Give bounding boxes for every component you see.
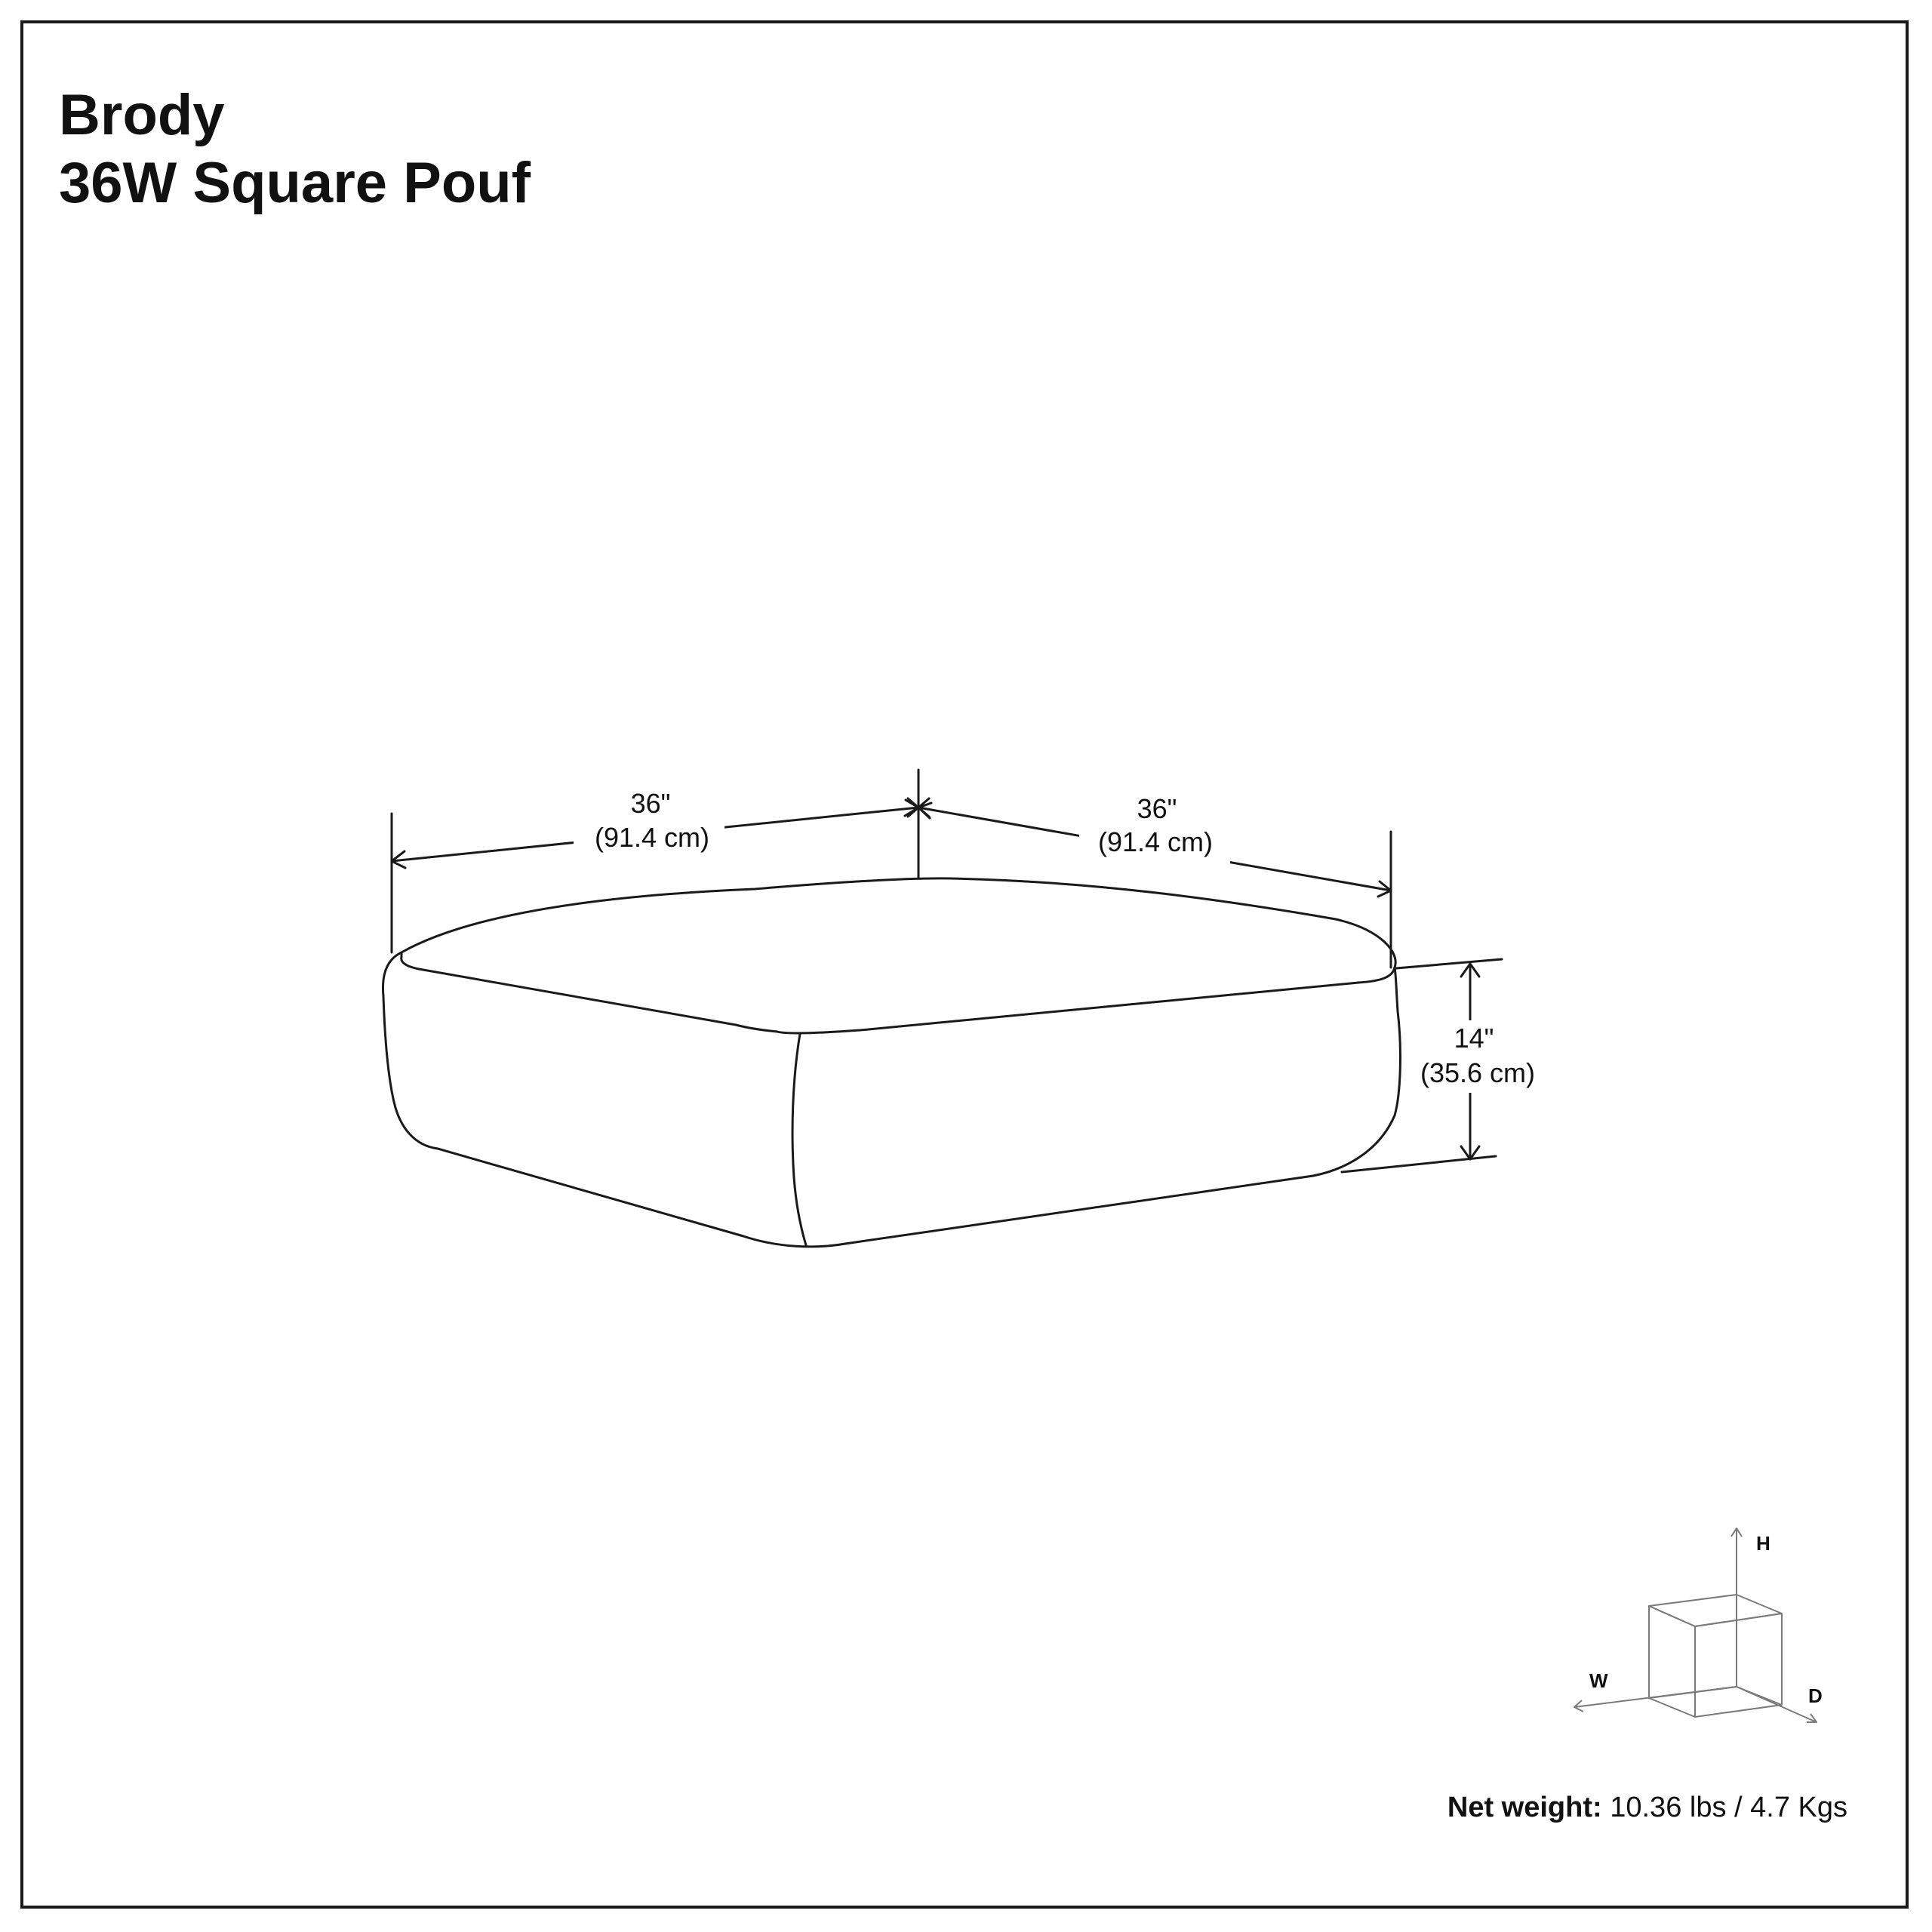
depth-imperial: 36" xyxy=(1137,793,1177,824)
net-weight: Net weight: 10.36 lbs / 4.7 Kgs xyxy=(1447,1792,1847,1824)
axis-h-arrow xyxy=(1730,1527,1743,1537)
pouf-body-outline xyxy=(381,951,1401,1248)
width-imperial: 36" xyxy=(631,788,671,819)
axis-legend xyxy=(1574,1527,1817,1723)
axis-d-arrow xyxy=(1807,1713,1817,1723)
width-arrow-left xyxy=(390,850,407,869)
height-label: 14" (35.6 cm) xyxy=(1411,1020,1547,1093)
axis-d-line xyxy=(1736,1686,1817,1723)
height-extension-top xyxy=(1395,958,1503,970)
height-arrow-bottom xyxy=(1460,1145,1481,1161)
diagram-frame xyxy=(20,20,1909,1909)
net-weight-value: 10.36 lbs / 4.7 Kgs xyxy=(1610,1792,1847,1823)
axis-cube-top xyxy=(1648,1594,1783,1627)
depth-label: 36" (91.4 cm) xyxy=(1079,791,1230,863)
width-label: 36" (91.4 cm) xyxy=(574,783,724,856)
product-name: Brody xyxy=(59,83,225,147)
pouf-corner-seam xyxy=(791,1032,808,1247)
height-extension-bottom xyxy=(1340,1155,1497,1174)
axis-cube-left xyxy=(1648,1605,1696,1718)
axis-d-label: D xyxy=(1808,1684,1823,1707)
depth-arrow-left xyxy=(917,801,933,820)
axis-w-arrow xyxy=(1574,1700,1584,1712)
depth-metric: (91.4 cm) xyxy=(1098,826,1213,857)
height-arrow-top xyxy=(1460,962,1481,978)
title-block: Brody 36W Square Pouf xyxy=(59,82,531,217)
axis-w-line xyxy=(1574,1686,1737,1708)
depth-arrow-right xyxy=(1377,880,1392,898)
axis-w-label: W xyxy=(1589,1669,1608,1692)
product-subtitle: 36W Square Pouf xyxy=(59,151,531,215)
pouf-top-outline xyxy=(400,877,1397,1035)
height-metric: (35.6 cm) xyxy=(1420,1057,1535,1088)
net-weight-label: Net weight: xyxy=(1447,1792,1602,1823)
height-imperial: 14" xyxy=(1454,1023,1494,1054)
width-metric: (91.4 cm) xyxy=(595,822,709,853)
axis-h-label: H xyxy=(1756,1532,1770,1555)
